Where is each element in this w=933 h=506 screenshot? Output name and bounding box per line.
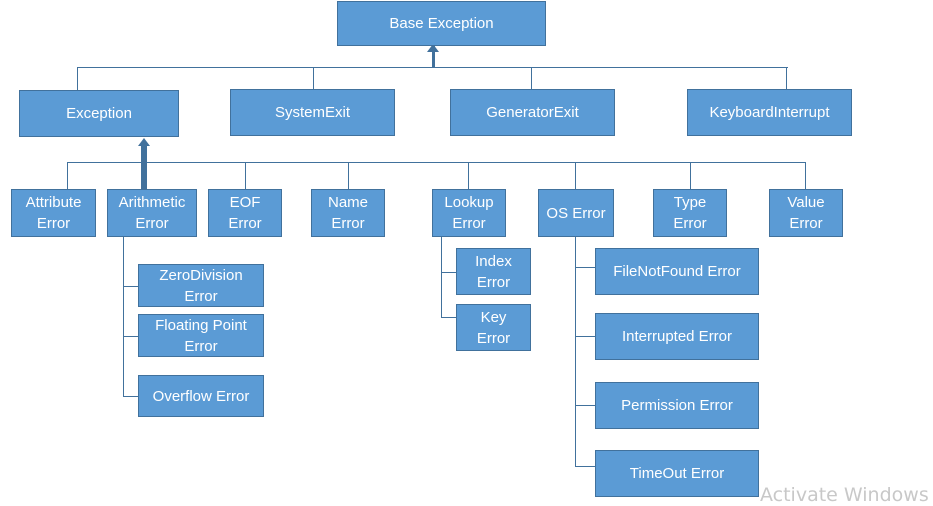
node-value-error: Value Error: [769, 189, 843, 237]
connector-to-eof-error: [245, 162, 246, 189]
connector-to-arithmetic-error: [141, 162, 147, 189]
connector-to-exception: [77, 67, 78, 90]
activate-windows-watermark: Activate Windows: [760, 484, 929, 506]
connector-level2-bus: [67, 162, 806, 163]
connector-lookup-spine: [441, 237, 442, 318]
connector-to-name-error: [348, 162, 349, 189]
connector-to-attribute-error: [67, 162, 68, 189]
node-systemexit: SystemExit: [230, 89, 395, 136]
node-type-error: Type Error: [653, 189, 727, 237]
connector-to-interrupted: [575, 336, 595, 337]
node-name-error: Name Error: [311, 189, 385, 237]
node-arithmetic-error: Arithmetic Error: [107, 189, 197, 237]
connector-to-permission: [575, 405, 595, 406]
node-index-error: Index Error: [456, 248, 531, 295]
node-exception: Exception: [19, 90, 179, 137]
connector-to-filenotfound: [575, 267, 595, 268]
connector-to-os-error: [575, 162, 576, 189]
connector-arithmetic-spine: [123, 237, 124, 396]
connector-to-index: [441, 272, 456, 273]
node-key-error: Key Error: [456, 304, 531, 351]
node-interrupted-error: Interrupted Error: [595, 313, 759, 360]
node-lookup-error: Lookup Error: [432, 189, 506, 237]
node-attribute-error: Attribute Error: [11, 189, 96, 237]
connector-to-overflow: [123, 396, 138, 397]
node-eof-error: EOF Error: [208, 189, 282, 237]
connector-to-lookup-error: [468, 162, 469, 189]
node-os-error: OS Error: [538, 189, 614, 237]
node-keyboardinterrupt: KeyboardInterrupt: [687, 89, 852, 136]
connector-to-floatingpoint: [123, 336, 138, 337]
node-filenotfound-error: FileNotFound Error: [595, 248, 759, 295]
connector-to-zerodivision: [123, 286, 138, 287]
connector-to-key: [441, 317, 456, 318]
node-base-exception: Base Exception: [337, 1, 546, 46]
node-zerodivision-error: ZeroDivision Error: [138, 264, 264, 307]
root-arrow-head: [427, 44, 439, 52]
node-timeout-error: TimeOut Error: [595, 450, 759, 497]
connector-to-type-error: [690, 162, 691, 189]
connector-to-value-error: [805, 162, 806, 189]
connector-os-spine: [575, 237, 576, 467]
connector-to-timeout: [575, 466, 595, 467]
connector-to-keyboardinterrupt: [786, 67, 787, 89]
node-generatorexit: GeneratorExit: [450, 89, 615, 136]
node-permission-error: Permission Error: [595, 382, 759, 429]
connector-root-stem: [432, 46, 435, 68]
connector-level1-bus: [77, 67, 788, 68]
connector-to-generatorexit: [531, 67, 532, 89]
exception-arrow-head: [138, 138, 150, 146]
connector-to-systemexit: [313, 67, 314, 89]
node-overflow-error: Overflow Error: [138, 375, 264, 417]
node-floating-point-error: Floating Point Error: [138, 314, 264, 357]
connector-exception-stem: [141, 146, 147, 163]
